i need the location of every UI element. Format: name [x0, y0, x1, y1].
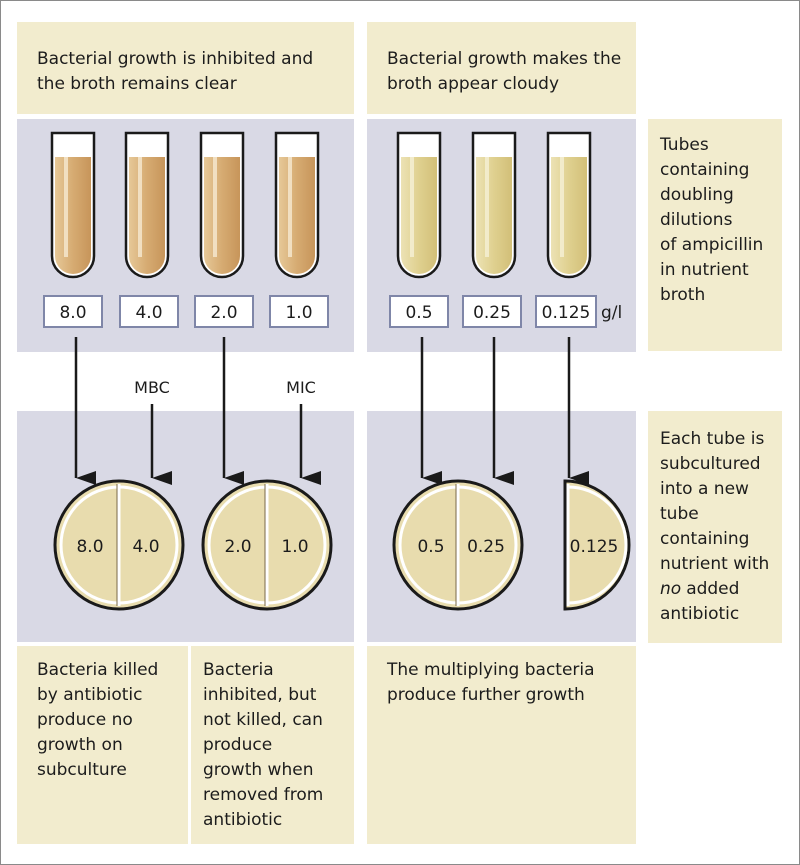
plate-label-2-0: 2.0 [224, 537, 251, 557]
conc-box-0-125 [535, 295, 597, 328]
top-right-caption-line-2: broth appear cloudy [387, 74, 559, 94]
test-tube-1-0 [274, 131, 320, 279]
tubes-note-line-2: containing [660, 160, 749, 180]
subculture-note-box [648, 411, 782, 643]
top-right-caption-line-1: Bacterial growth makes the [387, 49, 621, 69]
plate-label-0-125: 0.125 [570, 537, 619, 557]
top-left-caption-box [17, 22, 354, 114]
inhibited-caption-line-2: inhibited, but [203, 685, 317, 705]
tubes-note-line-4: dilutions [660, 210, 733, 230]
tubes-note-line-7: broth [660, 285, 705, 305]
tubes-note-line-3: doubling [660, 185, 734, 205]
top-right-caption-box [367, 22, 636, 114]
test-tube-2-0 [199, 131, 245, 279]
subculture-note-line-8: antibiotic [660, 604, 739, 624]
plate-2-0-1-0 [201, 479, 333, 611]
mbc-label: MBC [134, 378, 170, 397]
inhibited-caption-line-6: removed from [203, 785, 323, 805]
conc-box-0-5 [389, 295, 449, 328]
inhibited-caption-line-4: produce [203, 735, 272, 755]
subculture-note-no: no [660, 579, 681, 599]
tubes-note-line-5: of ampicillin [660, 235, 763, 255]
subculture-note-line-5: containing [660, 529, 749, 549]
plate-label-0-5: 0.5 [417, 537, 444, 557]
inhibited-caption-line-3: not killed, can [203, 710, 323, 730]
plate-label-1-0: 1.0 [281, 537, 308, 557]
conc-box-4-0 [119, 295, 179, 328]
subculture-note-line-3: into a new [660, 479, 749, 499]
plate-0-5-0-25 [392, 479, 524, 611]
subculture-note-line-4: tube [660, 504, 699, 524]
tubes-note-line-6: in nutrient [660, 260, 749, 280]
killed-caption-box [17, 646, 188, 844]
growth-caption-line-2: produce further growth [387, 685, 585, 705]
killed-caption-line-4: growth on [37, 735, 123, 755]
tubes-note-line-1: Tubes [659, 135, 709, 155]
test-tube-4-0 [124, 131, 170, 279]
growth-caption-line-1: The multiplying bacteria [386, 660, 595, 680]
conc-label-0-125: 0.125 [542, 303, 591, 323]
inhibited-caption-line-5: growth when [203, 760, 313, 780]
inhibited-caption-box [191, 646, 354, 844]
conc-label-0-5: 0.5 [405, 303, 432, 323]
inhibited-caption-line-1: Bacteria [203, 660, 274, 680]
top-left-caption-line-1: Bacterial growth is inhibited and [37, 49, 313, 69]
top-left-caption-line-2: the broth remains clear [37, 74, 237, 94]
conc-box-0-25 [462, 295, 522, 328]
killed-caption-line-5: subculture [37, 760, 127, 780]
conc-label-4-0: 4.0 [135, 303, 162, 323]
test-tube-0-125 [546, 131, 592, 279]
mic-label: MIC [286, 378, 316, 397]
growth-caption-box [367, 646, 636, 844]
test-tube-0-25 [471, 131, 517, 279]
killed-caption-line-2: by antibiotic [37, 685, 143, 705]
inhibited-caption-line-7: antibiotic [203, 810, 282, 830]
plate-label-8-0: 8.0 [76, 537, 103, 557]
unit-label: g/l [601, 303, 622, 323]
test-tube-8-0 [50, 131, 96, 279]
conc-label-2-0: 2.0 [210, 303, 237, 323]
subculture-note-line-6: nutrient with [660, 554, 769, 574]
plate-label-4-0: 4.0 [132, 537, 159, 557]
killed-caption-line-3: produce no [37, 710, 133, 730]
conc-label-8-0: 8.0 [59, 303, 86, 323]
conc-box-2-0 [194, 295, 254, 328]
half-plate-0-125 [563, 479, 631, 611]
conc-box-1-0 [269, 295, 329, 328]
killed-caption-line-1: Bacteria killed [37, 660, 158, 680]
subculture-note-line-1: Each tube is [660, 429, 765, 449]
subculture-note-added: added [686, 579, 739, 599]
subculture-note-line-2: subcultured [660, 454, 761, 474]
conc-label-0-25: 0.25 [473, 303, 511, 323]
conc-label-1-0: 1.0 [285, 303, 312, 323]
conc-box-8-0 [43, 295, 103, 328]
test-tube-0-5 [396, 131, 442, 279]
plate-8-0-4-0 [53, 479, 185, 611]
tubes-note-box [648, 119, 782, 351]
plate-label-0-25: 0.25 [467, 537, 505, 557]
